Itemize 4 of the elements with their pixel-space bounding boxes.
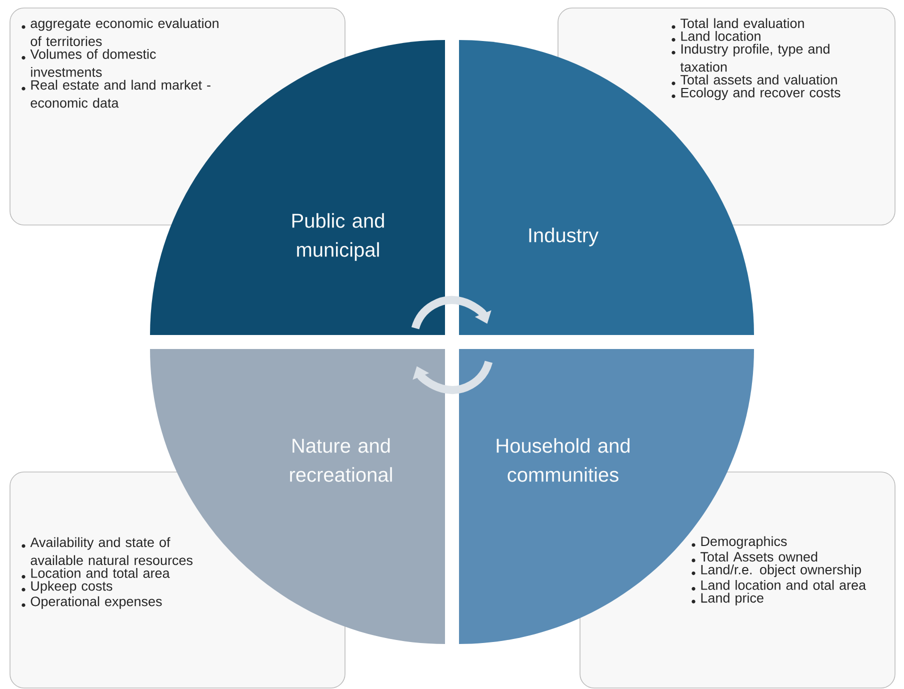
- curved-arrow: [412, 360, 492, 394]
- bullet-item: Total land evaluation: [672, 18, 804, 29]
- bullet-item: Land location: [672, 31, 760, 42]
- bullet-item: Upkeep costs: [22, 580, 112, 594]
